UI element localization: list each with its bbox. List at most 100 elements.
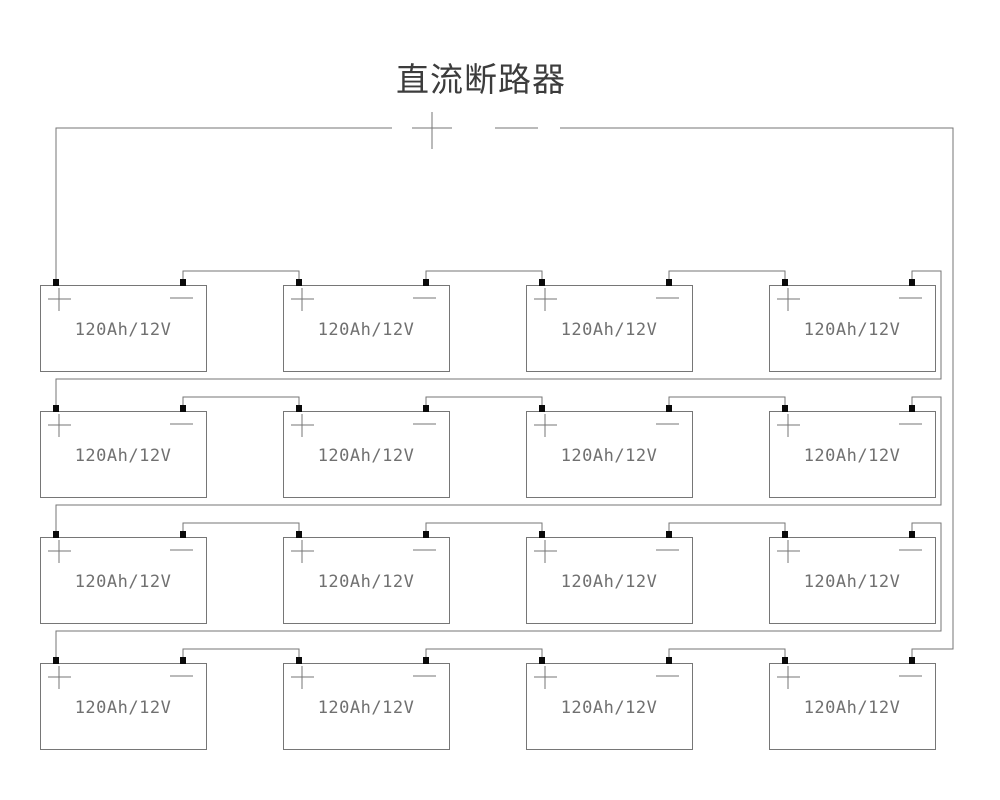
wire-row-transition [55, 396, 942, 531]
wire-series-link [182, 396, 300, 405]
battery: 120Ah/12V [40, 279, 207, 372]
negative-terminal-post [180, 279, 186, 286]
battery: 120Ah/12V [526, 531, 693, 624]
battery: 120Ah/12V [769, 531, 936, 624]
negative-terminal-post [666, 405, 672, 412]
negative-terminal-post [180, 405, 186, 412]
battery: 120Ah/12V [526, 405, 693, 498]
positive-terminal-post [296, 405, 302, 412]
negative-terminal-post [180, 657, 186, 664]
battery: 120Ah/12V [40, 657, 207, 750]
positive-terminal-post [782, 405, 788, 412]
battery-label: 120Ah/12V [561, 572, 658, 592]
wire-row-transition [55, 522, 942, 657]
battery-label: 120Ah/12V [804, 320, 901, 340]
positive-terminal-post [296, 531, 302, 538]
negative-terminal-post [666, 531, 672, 538]
wire-series-link [182, 270, 300, 279]
wire-series-link [668, 270, 786, 279]
positive-terminal-post [296, 279, 302, 286]
wire-series-link [182, 648, 300, 657]
negative-terminal-post [423, 531, 429, 538]
battery-body [40, 411, 207, 498]
battery-label: 120Ah/12V [804, 572, 901, 592]
positive-terminal-post [782, 279, 788, 286]
battery-body [40, 663, 207, 750]
positive-terminal-post [539, 279, 545, 286]
battery: 120Ah/12V [769, 657, 936, 750]
battery-label: 120Ah/12V [318, 446, 415, 466]
wire-breaker-to-first-positive [55, 127, 392, 279]
battery: 120Ah/12V [40, 531, 207, 624]
battery: 120Ah/12V [40, 405, 207, 498]
positive-terminal-post [296, 657, 302, 664]
battery-label: 120Ah/12V [561, 320, 658, 340]
battery-label: 120Ah/12V [75, 572, 172, 592]
wire-series-link [425, 522, 543, 531]
negative-terminal-post [909, 531, 915, 538]
battery-label: 120Ah/12V [75, 446, 172, 466]
battery-label: 120Ah/12V [561, 446, 658, 466]
battery-label: 120Ah/12V [75, 698, 172, 718]
wire-series-link [668, 396, 786, 405]
battery: 120Ah/12V [526, 279, 693, 372]
battery: 120Ah/12V [769, 405, 936, 498]
battery-label: 120Ah/12V [318, 698, 415, 718]
positive-terminal-post [53, 405, 59, 412]
wire-series-link [425, 648, 543, 657]
positive-terminal-post [539, 531, 545, 538]
negative-terminal-post [909, 279, 915, 286]
battery: 120Ah/12V [769, 279, 936, 372]
circuit-breaker-symbol [412, 112, 538, 149]
wire-series-link [425, 270, 543, 279]
battery-body [283, 663, 450, 750]
battery-body [769, 411, 936, 498]
wire-series-link [668, 522, 786, 531]
battery-label: 120Ah/12V [318, 320, 415, 340]
positive-terminal-post [782, 531, 788, 538]
negative-terminal-post [909, 657, 915, 664]
negative-terminal-post [666, 279, 672, 286]
battery-body [40, 285, 207, 372]
battery-body [769, 285, 936, 372]
positive-terminal-post [539, 405, 545, 412]
battery-body [283, 285, 450, 372]
battery: 120Ah/12V [526, 657, 693, 750]
battery-body [769, 663, 936, 750]
dc-breaker-title: 直流断路器 [396, 61, 566, 98]
positive-terminal-post [53, 657, 59, 664]
negative-terminal-post [423, 405, 429, 412]
battery-body [526, 537, 693, 624]
negative-terminal-post [423, 279, 429, 286]
positive-terminal-post [539, 657, 545, 664]
wire-series-link [182, 522, 300, 531]
battery-body [283, 537, 450, 624]
battery: 120Ah/12V [283, 279, 450, 372]
battery-body [526, 411, 693, 498]
wire-series-link [668, 648, 786, 657]
positive-terminal-post [782, 657, 788, 664]
battery-body [526, 663, 693, 750]
positive-terminal-post [53, 279, 59, 286]
negative-terminal-post [666, 657, 672, 664]
wire-breaker-to-last-negative [560, 127, 954, 657]
negative-terminal-post [423, 657, 429, 664]
battery-body [283, 411, 450, 498]
battery: 120Ah/12V [283, 657, 450, 750]
battery-label: 120Ah/12V [318, 572, 415, 592]
wire-series-link [425, 396, 543, 405]
battery-body [769, 537, 936, 624]
negative-terminal-post [180, 531, 186, 538]
battery-label: 120Ah/12V [804, 698, 901, 718]
battery-body [40, 537, 207, 624]
battery-label: 120Ah/12V [561, 698, 658, 718]
battery-label: 120Ah/12V [804, 446, 901, 466]
battery-body [526, 285, 693, 372]
negative-terminal-post [909, 405, 915, 412]
positive-terminal-post [53, 531, 59, 538]
battery: 120Ah/12V [283, 531, 450, 624]
battery-label: 120Ah/12V [75, 320, 172, 340]
wire-row-transition [55, 270, 942, 405]
